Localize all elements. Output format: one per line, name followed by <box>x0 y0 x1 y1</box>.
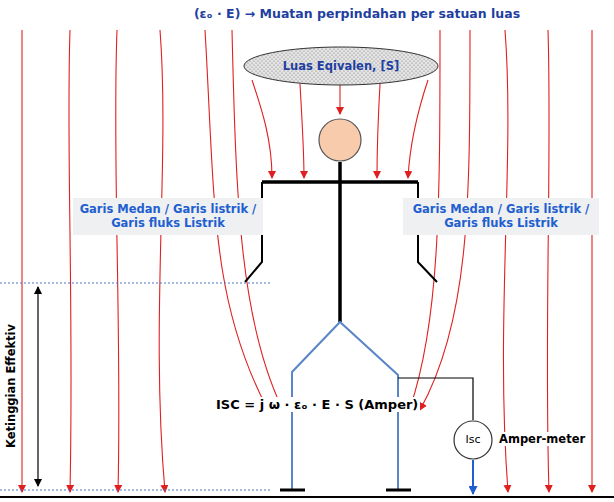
current-formula: ISC = j ω · εₒ · E · S (Amper) <box>214 397 420 412</box>
height-dimension <box>0 283 272 490</box>
height-label: Ketinggian Effektiv <box>4 322 18 450</box>
field-lines-label-box: Garis Medan / Garis listrik / Garis fluk… <box>403 198 599 235</box>
stick-figure <box>245 119 437 490</box>
ammeter-circle: Isc <box>453 420 493 460</box>
node-text: Garis Medan / Garis listrik / Garis fluk… <box>409 202 593 231</box>
node-text: Luas Eqivalen, [S] <box>283 59 400 73</box>
title: (εₒ · E) → Muatan perpindahan per satuan… <box>0 6 614 21</box>
field-lines <box>22 30 592 492</box>
node-text: Garis Medan / Garis listrik / Garis fluk… <box>79 202 257 231</box>
ground-line <box>0 496 614 498</box>
ammeter-label: Amper-meter <box>497 432 587 446</box>
equivalent-area-ellipse: Luas Eqivalen, [S] <box>243 46 439 86</box>
node-text: Isc <box>465 433 480 447</box>
field-lines-label-box: Garis Medan / Garis listrik / Garis fluk… <box>73 198 263 235</box>
